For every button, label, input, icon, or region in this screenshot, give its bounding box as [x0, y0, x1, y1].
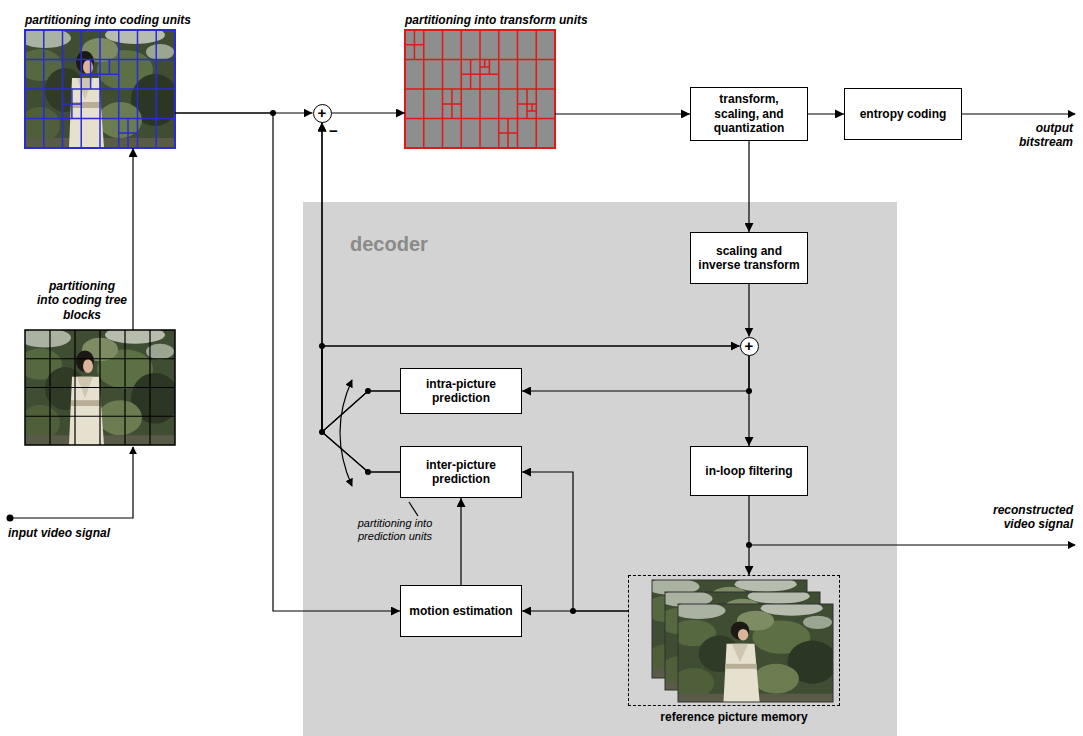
process-box: in-loop filtering [690, 446, 808, 496]
reference-pictures [645, 577, 837, 702]
box-label: inter-picture prediction [407, 458, 515, 487]
signal-arrow [332, 112, 406, 113]
summing-junction: + [740, 337, 759, 356]
panel-heading: partitioning into coding tree blocks [37, 279, 127, 322]
panel-heading: partitioning into coding units [25, 13, 191, 27]
transform-unit-panel: partitioning into transform units [405, 30, 555, 148]
box-label: scaling and inverse transform [697, 244, 801, 273]
signal-label: output bitstream [995, 121, 1073, 150]
panel-heading: decoder [350, 232, 428, 256]
summing-junction: + [313, 104, 332, 123]
box-label: entropy coding [860, 107, 947, 121]
leader-line [409, 502, 418, 516]
box-label: intra-picture prediction [407, 377, 515, 406]
signal-arrow [748, 284, 749, 337]
decoder-region: decoder scaling and inverse transform + int… [303, 202, 897, 736]
process-box: scaling and inverse transform [690, 232, 808, 284]
coding-unit-picture [18, 26, 179, 148]
signal-arrow [748, 496, 749, 575]
process-box: intra-picture prediction [400, 368, 522, 414]
signal-arrow [808, 113, 844, 114]
signal-arrow [132, 148, 133, 330]
output-wire [962, 113, 1075, 114]
signal-arrow [522, 356, 749, 392]
process-box: entropy coding [844, 88, 962, 140]
box-label: motion estimation [409, 604, 512, 618]
switch-arrow [340, 380, 352, 486]
process-box: transform, scaling, and quantization [690, 87, 808, 140]
signal-arrow [522, 472, 628, 611]
process-box: motion estimation [400, 585, 522, 637]
sum-sign: + [745, 338, 754, 353]
signal-label: input video signal [8, 526, 168, 540]
signal-label: reconstructed video signal [960, 503, 1073, 532]
signal-arrow [322, 346, 740, 432]
sum-sign: + [318, 105, 327, 120]
panel-heading: partitioning into transform units [405, 13, 588, 27]
signal-arrow [748, 141, 749, 232]
signal-arrow [460, 498, 461, 585]
coding-unit-panel: partitioning into coding units [25, 30, 175, 148]
transform-unit-picture [405, 30, 555, 148]
signal-arrow [322, 123, 400, 473]
box-label: transform, scaling, and quantization [697, 92, 801, 135]
panel-heading: reference picture memory [629, 710, 839, 724]
minus-sign: − [329, 122, 343, 140]
coding-tree-block-panel: partitioning into coding tree blocks [25, 330, 175, 445]
signal-wires [10, 114, 1075, 545]
reconstructed-wire [749, 544, 1075, 545]
signal-arrow [748, 356, 749, 447]
signal-arrow [555, 113, 690, 114]
input-wire [10, 447, 133, 518]
reference-memory-box: reference picture memory [628, 575, 840, 706]
signal-arrow [322, 346, 740, 472]
callout-label: partitioning into prediction units [345, 517, 445, 543]
decoder-ground [303, 202, 897, 736]
junction-dots [7, 110, 753, 614]
box-label: in-loop filtering [705, 464, 792, 478]
process-box: inter-picture prediction [400, 446, 522, 498]
signal-arrow [322, 123, 400, 433]
coding-tree-block-picture [18, 326, 179, 445]
